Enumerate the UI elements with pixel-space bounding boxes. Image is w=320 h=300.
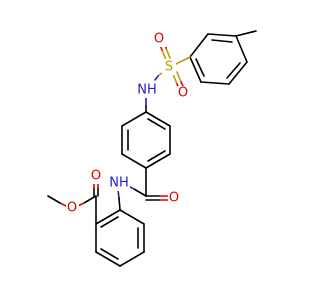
- bond: [165, 47, 171, 59]
- bond: [147, 118, 166, 130]
- sulfur-atom-label: S: [165, 60, 173, 75]
- bond: [119, 251, 145, 267]
- sulfonamide-nh-label: NH: [137, 83, 157, 98]
- bond: [235, 35, 248, 63]
- bond: [117, 189, 120, 199]
- amide-oxygen-label: O: [169, 191, 179, 206]
- bond: [121, 153, 147, 169]
- ester-oxygen-label: O: [67, 201, 77, 216]
- bond: [95, 251, 121, 267]
- bond: [200, 81, 230, 85]
- phenylene-ring: [121, 97, 171, 169]
- bond: [118, 197, 121, 211]
- bond: [189, 56, 202, 83]
- bond: [47, 195, 61, 204]
- tolyl-ring: [189, 30, 257, 85]
- bond: [100, 248, 119, 260]
- bond: [119, 209, 145, 225]
- bond: [145, 153, 171, 169]
- bond: [95, 209, 121, 225]
- bond: [59, 202, 67, 207]
- bond: [154, 75, 159, 81]
- bond: [83, 195, 97, 204]
- amide-group: [127, 167, 169, 201]
- bond: [147, 150, 166, 162]
- bond: [145, 111, 171, 127]
- bond: [161, 49, 167, 61]
- bond: [211, 39, 233, 43]
- bond: [100, 216, 119, 228]
- bond: [176, 71, 182, 83]
- methyl-bond: [235, 30, 257, 37]
- bond: [172, 73, 178, 85]
- bond: [195, 58, 205, 77]
- bond: [133, 188, 147, 197]
- atom-labels: S O O NH O NH O O: [66, 32, 190, 216]
- bond: [226, 62, 241, 79]
- bond: [228, 61, 248, 85]
- sulfonyl-oxygen-label: O: [178, 86, 188, 101]
- bond: [121, 111, 147, 127]
- benzoate-ring: [95, 189, 145, 267]
- bond: [189, 33, 209, 58]
- bond: [207, 33, 237, 37]
- ester-carbonyl-oxygen-label: O: [91, 169, 101, 184]
- methyl-ester-group: [47, 183, 99, 225]
- amide-nh-label: NH: [109, 176, 129, 191]
- molecule-structure-diagram: S O O NH O NH O O: [47, 30, 257, 267]
- sulfonyl-oxygen-label: O: [154, 32, 164, 47]
